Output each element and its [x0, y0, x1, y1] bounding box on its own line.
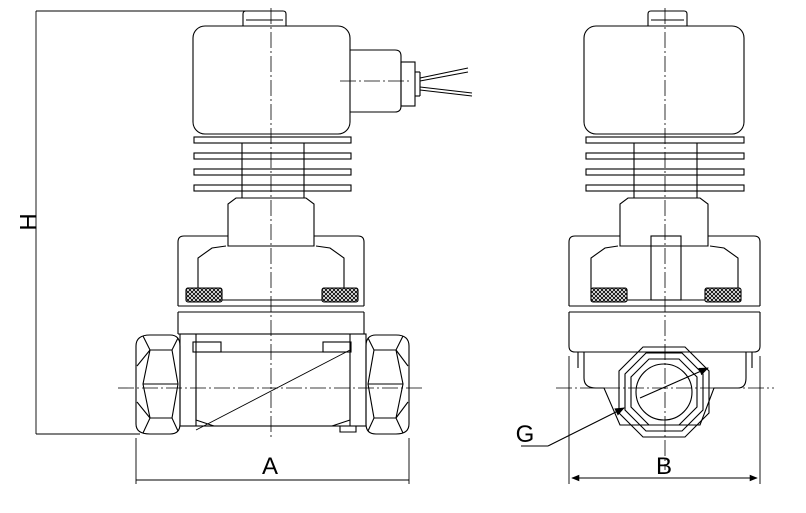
side-top-cap [647, 10, 688, 26]
thread-label: G [516, 421, 535, 448]
side-knurled-screw-right [704, 287, 742, 303]
side-center-lines [556, 8, 774, 470]
front-knurled-screw-left [185, 287, 223, 303]
front-valve-body [179, 333, 367, 433]
front-armature-block [227, 197, 315, 247]
front-cable-wires [419, 67, 473, 97]
height-label: H [15, 213, 42, 230]
side-threaded-port [618, 346, 710, 438]
thread-leader [521, 367, 709, 447]
length-label: A [262, 453, 278, 480]
side-knurled-screw-left [590, 287, 628, 303]
front-hex-port-right [365, 334, 410, 435]
side-armature-block [619, 197, 709, 247]
front-top-cap [242, 10, 287, 26]
width-label: B [656, 453, 672, 480]
front-center-lines [118, 8, 424, 440]
front-coil [192, 25, 351, 135]
side-coil [583, 25, 745, 135]
front-hex-port-left [135, 334, 181, 435]
front-cooling-fins [193, 136, 352, 198]
front-knurled-screw-right [321, 287, 359, 303]
side-bonnet [568, 235, 761, 353]
side-view [521, 8, 774, 470]
dimension-lines [35, 10, 761, 484]
front-view [118, 8, 473, 440]
